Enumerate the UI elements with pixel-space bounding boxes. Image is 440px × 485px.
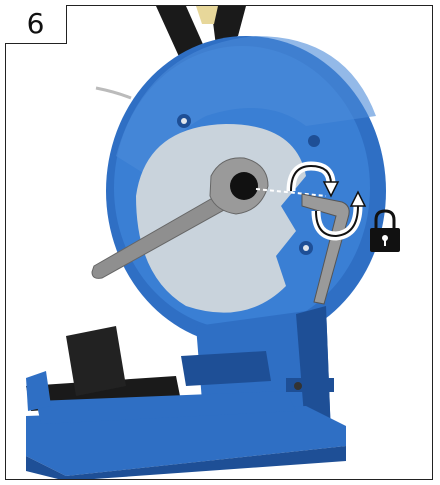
blade-window (136, 124, 306, 313)
illustration-frame (5, 5, 433, 480)
power-cord (96, 88, 131, 98)
step-number: 6 (27, 10, 45, 38)
cut-off-saw-illustration (6, 6, 433, 480)
step-number-box: 6 (5, 5, 67, 44)
